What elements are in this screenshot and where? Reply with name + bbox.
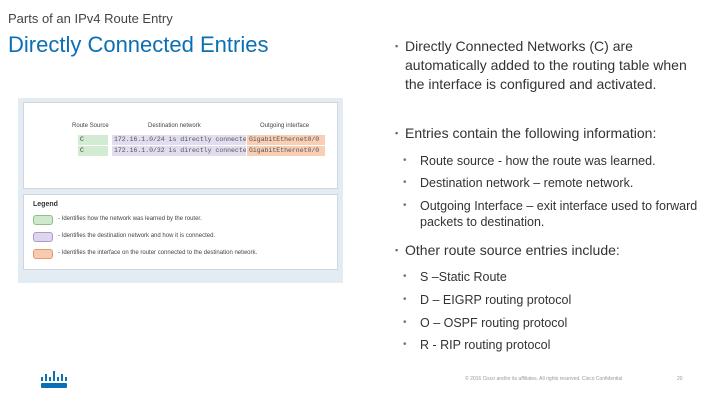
- sub-bullet-marker-icon: •: [403, 200, 407, 211]
- sub-bullet-marker-icon: •: [403, 317, 407, 328]
- sub-bullet-marker-icon: •: [403, 339, 407, 350]
- outgoing-interface-cell: GigabitEthernet0/0: [247, 146, 325, 156]
- header-destination-network: Destination network: [148, 123, 201, 129]
- route-source-cell: C: [78, 135, 108, 145]
- sub-bullet-text: R - RIP routing protocol: [420, 338, 551, 352]
- sub-bullet-text: Route source - how the route was learned…: [420, 154, 656, 168]
- legend-text: - Identifies the interface on the router…: [58, 250, 258, 256]
- sub-bullet-marker-icon: •: [403, 294, 407, 305]
- sub-bullet-text: Outgoing Interface – exit interface used…: [420, 199, 698, 229]
- bullet-marker-icon: ▪: [395, 245, 399, 255]
- header-route-source: Route Source: [72, 123, 109, 129]
- sub-bullet-marker-icon: •: [403, 271, 407, 282]
- sub-bullet-text: D – EIGRP routing protocol: [420, 293, 572, 307]
- sub-bullet-text: Destination network – remote network.: [420, 176, 634, 190]
- route-table-panel: Route Source Destination network Outgoin…: [23, 102, 338, 189]
- route-source-cell: C: [78, 146, 108, 156]
- slide-subtitle: Parts of an IPv4 Route Entry: [8, 11, 173, 26]
- bullet-text: Other route source entries include:: [405, 242, 620, 258]
- legend-text: - Identifies the destination network and…: [58, 233, 216, 239]
- bullet-marker-icon: ▪: [395, 128, 399, 138]
- bullet-text: Entries contain the following informatio…: [405, 125, 657, 141]
- bullet-text: Directly Connected Networks (C) are auto…: [405, 38, 687, 92]
- sub-bullet-marker-icon: •: [403, 155, 407, 166]
- outgoing-interface-cell: GigabitEthernet0/0: [247, 135, 325, 145]
- copyright-text: © 2016 Cisco and/or its affiliates. All …: [465, 376, 623, 382]
- legend-panel: Legend - Identifies how the network was …: [23, 194, 338, 270]
- sub-bullet-text: O – OSPF routing protocol: [420, 316, 568, 330]
- green-swatch-icon: [33, 215, 53, 225]
- header-outgoing-interface: Outgoing interface: [260, 123, 310, 129]
- legend-text: - Identifies how the network was learned…: [58, 216, 202, 222]
- route-table-figure: Route Source Destination network Outgoin…: [18, 98, 343, 283]
- legend-title: Legend: [33, 201, 58, 208]
- destination-network-cell: 172.16.1.0/24 is directly connected,: [112, 135, 246, 145]
- sub-bullet-marker-icon: •: [403, 177, 407, 188]
- bullet-marker-icon: ▪: [395, 41, 399, 51]
- slide-title: Directly Connected Entries: [8, 32, 269, 57]
- orange-swatch-icon: [33, 249, 53, 259]
- cisco-logo-icon: [41, 371, 67, 388]
- sub-bullet-text: S –Static Route: [420, 270, 507, 284]
- page-number: 20: [677, 376, 683, 382]
- purple-swatch-icon: [33, 232, 53, 242]
- destination-network-cell: 172.16.1.0/32 is directly connected,: [112, 146, 246, 156]
